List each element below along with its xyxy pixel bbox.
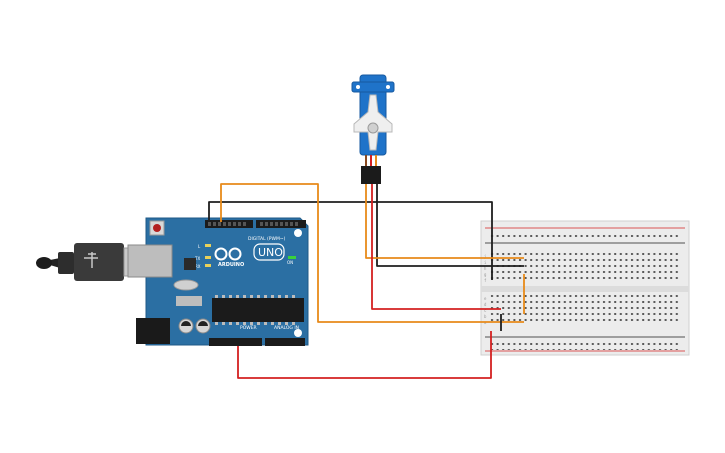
top-rail-holes[interactable]	[490, 231, 680, 241]
power-header-label: POWER	[240, 325, 257, 331]
row-label: h	[484, 266, 487, 271]
crystal	[173, 279, 199, 291]
voltage-regulator	[176, 296, 202, 306]
wire-black-gnd[interactable]	[208, 201, 493, 280]
wire-black-servo-gnd[interactable]	[376, 184, 524, 267]
bottom-terminal-holes[interactable]	[490, 295, 680, 325]
wire-orange-servo-signal[interactable]	[365, 184, 524, 259]
wire-red-servo-power[interactable]	[371, 184, 501, 310]
row-label: g	[484, 272, 487, 277]
led-label-l: L	[198, 244, 201, 249]
analog-header[interactable]	[265, 338, 305, 346]
usb-cable-end	[36, 257, 52, 269]
digital-header-label: DIGITAL (PWM~)	[248, 236, 286, 242]
row-label: i	[484, 260, 487, 265]
servo-motor[interactable]	[351, 74, 395, 184]
breadboard-center-channel	[481, 286, 689, 292]
power-header[interactable]	[209, 338, 262, 346]
led-tx	[205, 256, 211, 259]
led-rx	[205, 264, 211, 267]
servo-shaft	[367, 122, 379, 134]
atmega-chip	[212, 298, 304, 322]
usb-strain-relief	[58, 252, 74, 274]
analog-header-label: ANALOG IN	[274, 325, 299, 331]
led-label-rx: RX	[195, 264, 201, 269]
bottom-rail-holes[interactable]	[490, 340, 680, 350]
row-label: f	[484, 278, 487, 283]
usb-b-port	[127, 244, 173, 278]
model-badge	[253, 243, 285, 261]
arduino-logo: ARDUINO	[214, 247, 244, 268]
usb-connector-body	[74, 243, 124, 281]
usb-icon	[84, 252, 98, 268]
row-label: j	[484, 254, 486, 259]
row-label: c	[484, 308, 487, 313]
row-label: d	[484, 302, 487, 307]
barrel-jack	[136, 318, 170, 344]
mount-hole	[294, 229, 302, 237]
row-label: b	[484, 314, 487, 319]
mount-hole	[294, 329, 302, 337]
brand-label: ARDUINO	[218, 262, 244, 268]
servo-mount-tabs	[351, 81, 395, 93]
row-label: e	[484, 296, 487, 301]
wire-red-5v[interactable]	[237, 331, 492, 379]
wire-orange-digital-pin[interactable]	[220, 183, 524, 323]
arduino-uno-board[interactable]: DIGITAL (PWM~) L TX RX ARDUINO UNO ON	[127, 217, 309, 346]
model-label: UNO	[258, 246, 283, 259]
on-label: ON	[287, 260, 293, 265]
breadboard[interactable]: j i h g f e d c b a	[480, 220, 690, 356]
on-led	[288, 256, 296, 259]
led-l	[205, 244, 211, 247]
servo-connector	[361, 166, 381, 184]
reset-button-cap[interactable]	[153, 224, 161, 232]
usb-chip	[184, 258, 196, 270]
led-label-tx: TX	[194, 256, 200, 261]
